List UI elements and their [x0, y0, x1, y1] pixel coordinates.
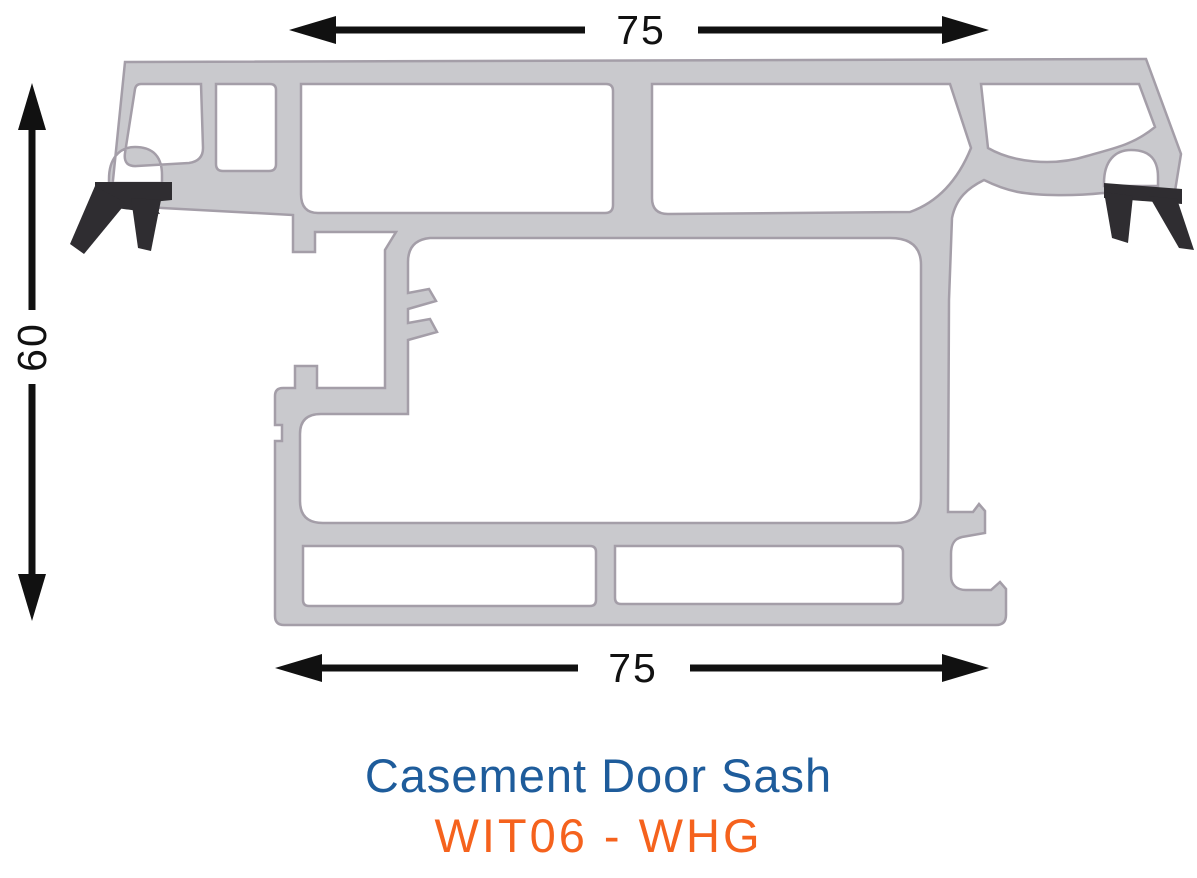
dimension-label-left: 60 — [9, 322, 55, 372]
arrowhead-right-icon — [942, 654, 989, 682]
arrowhead-down-icon — [18, 574, 46, 621]
profile-body — [107, 57, 1183, 627]
dimension-label-top: 75 — [616, 7, 666, 53]
gasket-right — [1104, 183, 1194, 250]
product-name-title: Casement Door Sash — [364, 749, 833, 802]
dimension-label-bottom: 75 — [608, 645, 658, 691]
dimension-arrow-top: 75 — [289, 7, 989, 53]
dimension-arrow-bottom: 75 — [275, 645, 989, 691]
arrowhead-right-icon — [942, 16, 989, 44]
dimension-arrow-left: 60 — [9, 83, 55, 621]
profile-body-group — [70, 57, 1194, 627]
gasket-left — [70, 182, 172, 254]
arrowhead-left-icon — [275, 654, 322, 682]
product-code-title: WIT06 - WHG — [434, 809, 763, 862]
arrowhead-left-icon — [289, 16, 336, 44]
arrowhead-up-icon — [18, 83, 46, 130]
